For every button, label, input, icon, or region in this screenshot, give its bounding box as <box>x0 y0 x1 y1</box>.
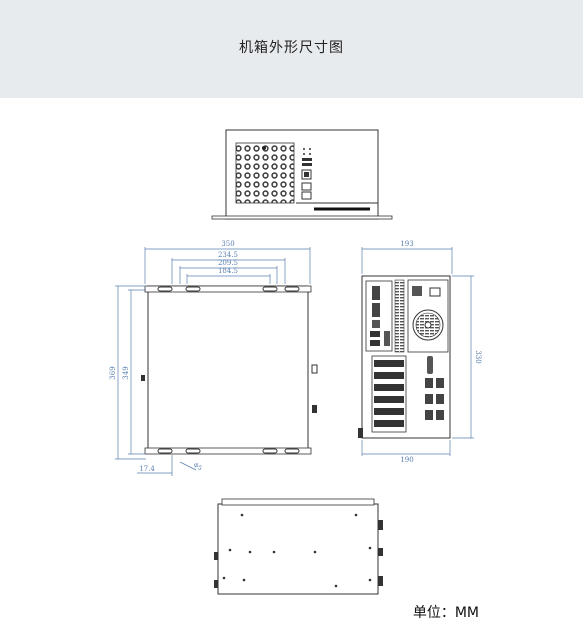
dim-bottom-offset: 17.4 <box>139 465 155 473</box>
dimension-drawing: 350 234.5 209.5 184.5 369 349 17.4 Φ5 <box>109 129 482 595</box>
dim-hole-diameter: Φ5 <box>192 462 203 473</box>
top-view <box>214 498 383 595</box>
dim-side-height-inner: 349 <box>122 366 130 379</box>
header-bar <box>0 0 583 98</box>
side-view: 350 234.5 209.5 184.5 369 349 17.4 Φ5 <box>109 240 318 476</box>
unit-label: 单位：MM <box>412 605 479 621</box>
dim-side-width: 350 <box>221 240 234 248</box>
dim-hole-span-1: 234.5 <box>218 251 238 259</box>
dim-rear-width-top: 193 <box>400 240 413 248</box>
dim-hole-span-2: 209.5 <box>218 259 238 267</box>
page-title: 机箱外形尺寸图 <box>239 40 344 56</box>
dim-side-height-outer: 369 <box>109 366 117 379</box>
dim-rear-height: 330 <box>474 350 482 363</box>
front-view <box>211 129 393 220</box>
dim-rear-width-bottom: 190 <box>400 456 413 464</box>
rear-view: 193 190 330 <box>358 240 482 464</box>
dim-hole-span-3: 184.5 <box>218 267 238 275</box>
